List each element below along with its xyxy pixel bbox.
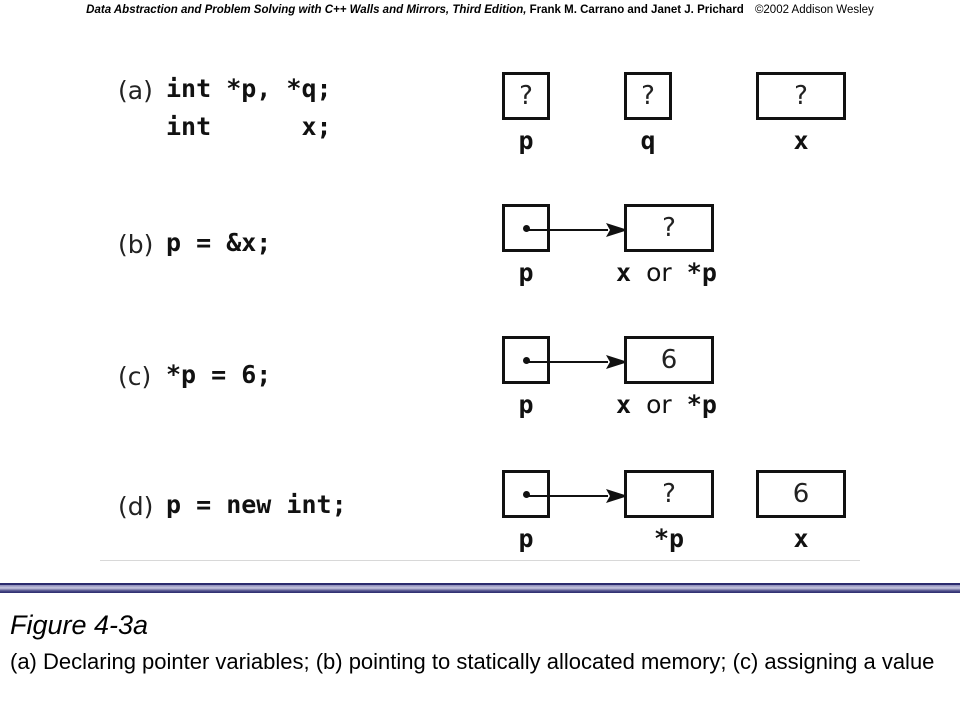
panel-a-code-line1: int *p, *q; <box>166 74 332 103</box>
var-name-deref-p: *p <box>686 258 717 287</box>
book-title: Data Abstraction and Problem Solving wit… <box>86 4 527 16</box>
panel-d-label: (d) <box>118 492 154 521</box>
panel-b-label: (b) <box>118 230 154 259</box>
var-name-x: x <box>793 524 809 553</box>
int-box-x: 6 <box>756 470 846 518</box>
value-x: 6 <box>792 479 810 509</box>
panel-b-code: p = &x; <box>166 228 272 257</box>
var-name-p: p <box>518 126 534 155</box>
var-name-p: p <box>518 524 534 553</box>
pointer-box-p <box>502 336 550 384</box>
pointer-arrow <box>524 489 628 503</box>
var-name-deref-p: *p <box>686 390 717 419</box>
or-word: or <box>646 390 672 419</box>
pointer-arrow <box>524 355 628 369</box>
pointer-box-p <box>502 470 550 518</box>
pointer-arrow <box>524 223 628 237</box>
panel-d-code: p = new int; <box>166 490 347 519</box>
var-name-target: x or *p <box>616 390 746 419</box>
slide-header: Data Abstraction and Problem Solving wit… <box>0 4 960 16</box>
authors: Frank M. Carrano and Janet J. Prichard <box>529 4 744 16</box>
var-name-deref-p: *p <box>653 524 685 553</box>
var-name-x: x <box>793 126 809 155</box>
var-name-x: x <box>616 258 632 287</box>
value-p: ? <box>519 81 533 111</box>
pointer-box-p <box>502 204 550 252</box>
or-word: or <box>646 258 672 287</box>
int-box-target: 6 <box>624 336 714 384</box>
var-name-x: x <box>616 390 632 419</box>
panel-a-code-line2: int x; <box>166 112 332 141</box>
figure-caption: (a) Declaring pointer variables; (b) poi… <box>10 649 935 674</box>
panel-a-label: (a) <box>118 76 153 105</box>
pointer-box-q: ? <box>624 72 672 120</box>
var-name-q: q <box>640 126 656 155</box>
pointer-dot <box>522 490 530 498</box>
int-box-target: ? <box>624 204 714 252</box>
caption-divider <box>0 583 960 593</box>
value-target: ? <box>662 213 676 243</box>
var-name-p: p <box>518 258 534 287</box>
var-name-target: x or *p <box>616 258 746 287</box>
panel-c-label: (c) <box>118 362 152 391</box>
value-x: ? <box>794 81 808 111</box>
figure-title: Figure 4-3a <box>10 610 149 640</box>
pointer-box-p: ? <box>502 72 550 120</box>
var-name-p: p <box>518 390 534 419</box>
value-new: ? <box>662 479 676 509</box>
panel-c-code: *p = 6; <box>166 360 272 389</box>
value-target: 6 <box>660 345 678 375</box>
pointer-dot <box>522 356 530 364</box>
pointer-dot <box>522 224 530 232</box>
pointer-figure: (a) int *p, *q; int x; ? ? ? p q x (b) p… <box>100 40 860 561</box>
int-box-new: ? <box>624 470 714 518</box>
int-box-x: ? <box>756 72 846 120</box>
copyright: ©2002 Addison Wesley <box>754 4 874 16</box>
value-q: ? <box>641 81 655 111</box>
